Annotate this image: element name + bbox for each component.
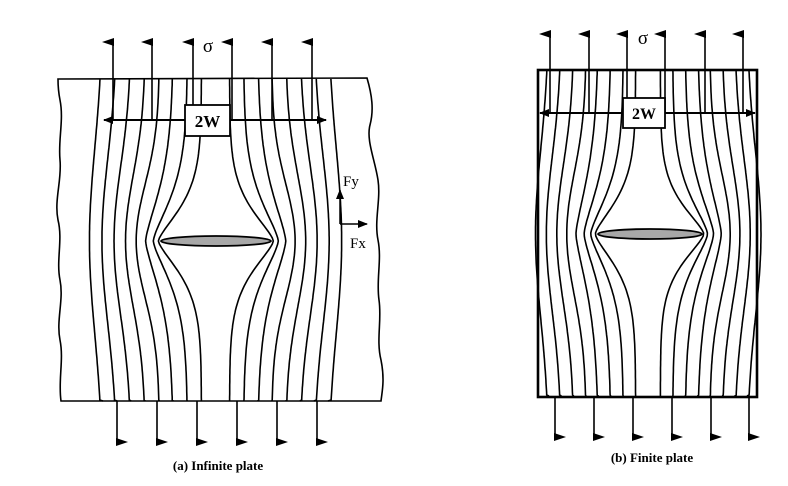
stress-flow-line	[113, 78, 132, 402]
stress-flow-line	[534, 70, 550, 397]
panel-finite-plate: 2W σ (b) Finite plate	[534, 28, 762, 465]
applied-stress-arrows	[539, 30, 760, 441]
stress-flow-line	[242, 79, 280, 402]
sigma-label: σ	[638, 28, 648, 49]
width-label-box	[184, 104, 231, 137]
stress-flow-line	[684, 70, 715, 397]
stress-flow-line	[672, 70, 709, 397]
stress-flow-line	[589, 70, 625, 397]
stress-flow-line	[709, 70, 732, 397]
stress-flow-line	[101, 78, 118, 402]
infinite-plate-outline	[56, 77, 384, 402]
stress-flow-line	[545, 70, 562, 397]
width-label: 2W	[632, 106, 656, 123]
stress-flow-line	[88, 78, 104, 402]
applied-stress-arrows	[102, 38, 328, 446]
stress-flow-line	[135, 79, 161, 402]
sigma-label: σ	[203, 36, 213, 57]
stress-flow-line	[746, 70, 762, 397]
caption-a: (a) Infinite plate	[173, 458, 264, 473]
crack	[160, 235, 272, 247]
finite-plate-outline	[536, 68, 759, 399]
stress-flow-line	[327, 78, 343, 402]
stress-flow-line	[575, 71, 599, 397]
stress-flow-line	[721, 70, 741, 397]
stress-flow-line	[313, 78, 331, 402]
stress-flow-line	[271, 78, 296, 402]
stress-flow-line	[299, 78, 318, 402]
caption-b: (b) Finite plate	[611, 450, 694, 465]
stress-flow-line	[555, 70, 575, 397]
stress-flow-line	[565, 70, 587, 397]
width-label-box	[622, 97, 666, 129]
stress-flow-line	[257, 78, 287, 402]
stress-flow-line	[124, 78, 146, 402]
fx-label: Fx	[350, 236, 366, 252]
panel-infinite-plate: 2W σ Fy Fx (a) Infinite plate	[56, 36, 384, 473]
fy-label: Fy	[343, 174, 359, 190]
stress-flow-line	[696, 70, 723, 397]
width-label: 2W	[195, 112, 221, 131]
stress-flow-lines	[88, 78, 343, 402]
crack	[597, 228, 703, 240]
stress-flow-line	[734, 70, 752, 397]
stress-flow-line	[583, 71, 612, 397]
stress-flow-line	[285, 78, 307, 402]
stress-flow-line	[144, 78, 174, 402]
